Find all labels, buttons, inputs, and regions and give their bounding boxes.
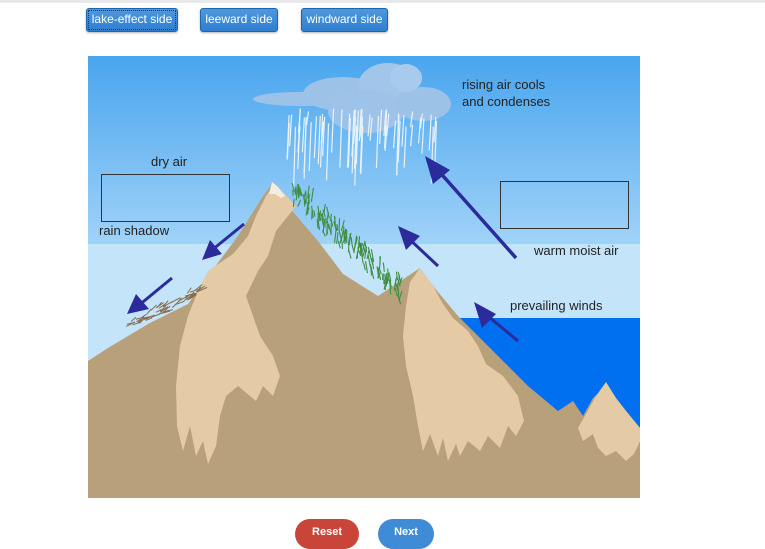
drop-zone-right[interactable]	[500, 181, 629, 229]
label-rising-air: rising air cools and condenses	[462, 76, 550, 110]
windward-side-chip[interactable]: windward side	[301, 8, 388, 32]
label-prevailing-winds: prevailing winds	[510, 298, 603, 313]
orographic-diagram: rising air cools and condenses dry air r…	[88, 56, 640, 498]
lake-effect-side-chip[interactable]: lake-effect side	[86, 8, 178, 32]
top-border	[0, 0, 765, 3]
diagram-illustration	[88, 56, 640, 498]
leeward-side-chip[interactable]: leeward side	[200, 8, 278, 32]
label-dry-air: dry air	[151, 154, 187, 169]
label-warm-moist-air: warm moist air	[534, 243, 619, 258]
label-rain-shadow: rain shadow	[99, 223, 169, 238]
reset-button[interactable]: Reset	[295, 519, 359, 549]
drop-zone-left[interactable]	[101, 174, 230, 222]
next-button[interactable]: Next	[378, 519, 434, 549]
